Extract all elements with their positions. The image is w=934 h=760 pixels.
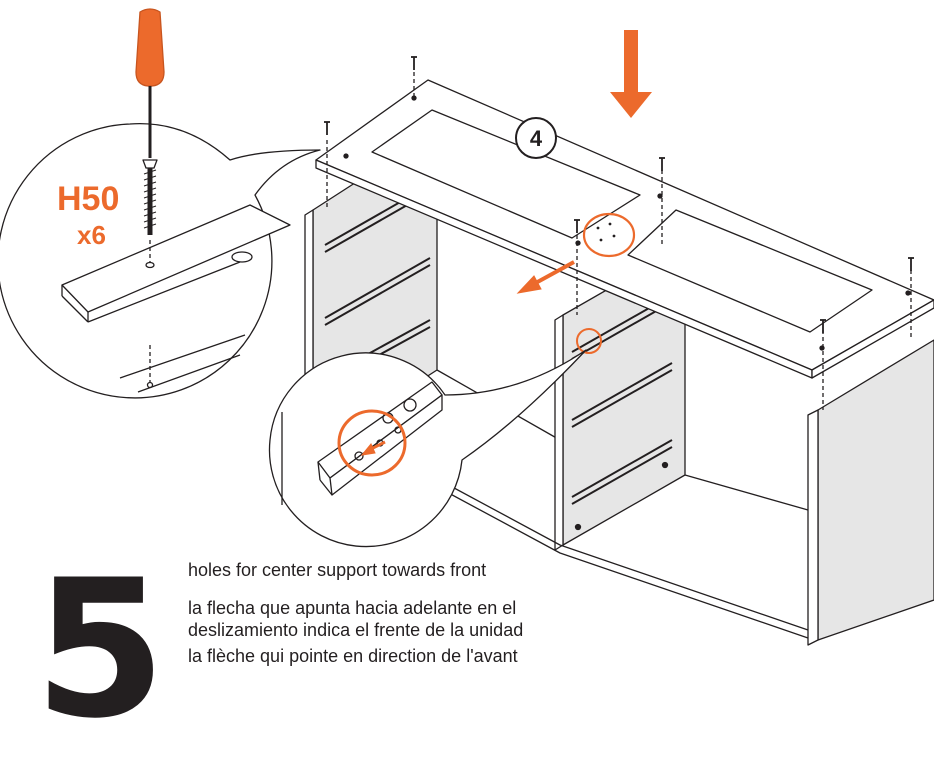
bottom-panel <box>429 474 809 639</box>
screw-guides <box>326 72 912 410</box>
rail-detail-callout <box>268 349 587 548</box>
front-arrow-icon <box>516 260 575 294</box>
note-spanish-line2: deslizamiento indica el frente de la uni… <box>188 620 524 640</box>
step-marker-label: 4 <box>530 126 543 151</box>
step-marker <box>515 117 557 159</box>
note-spanish-line1: la flecha que apunta hacia adelante en e… <box>188 598 517 618</box>
assembly-diagram: 4 <box>0 8 934 646</box>
front-arrow-icon <box>360 440 386 456</box>
step-number: 5 <box>34 539 167 760</box>
screwdriver-icon <box>135 8 165 158</box>
screw-icon <box>142 159 158 235</box>
note-english: holes for center support towards front <box>188 560 487 580</box>
center-support-panel <box>554 244 686 551</box>
right-side-panel <box>807 339 934 646</box>
note-french-partial: la flèche qui pointe en direction de l'a… <box>188 646 518 666</box>
rail-zoom-highlight <box>337 409 407 477</box>
screw-icon <box>324 56 914 333</box>
screw-detail-callout <box>0 122 321 399</box>
part-code: H50 <box>57 180 120 218</box>
rail-highlight <box>576 328 602 354</box>
part-quantity: x6 <box>77 220 106 250</box>
down-arrow-icon <box>610 30 652 118</box>
center-holes <box>596 222 616 242</box>
center-holes-highlight <box>582 212 636 258</box>
